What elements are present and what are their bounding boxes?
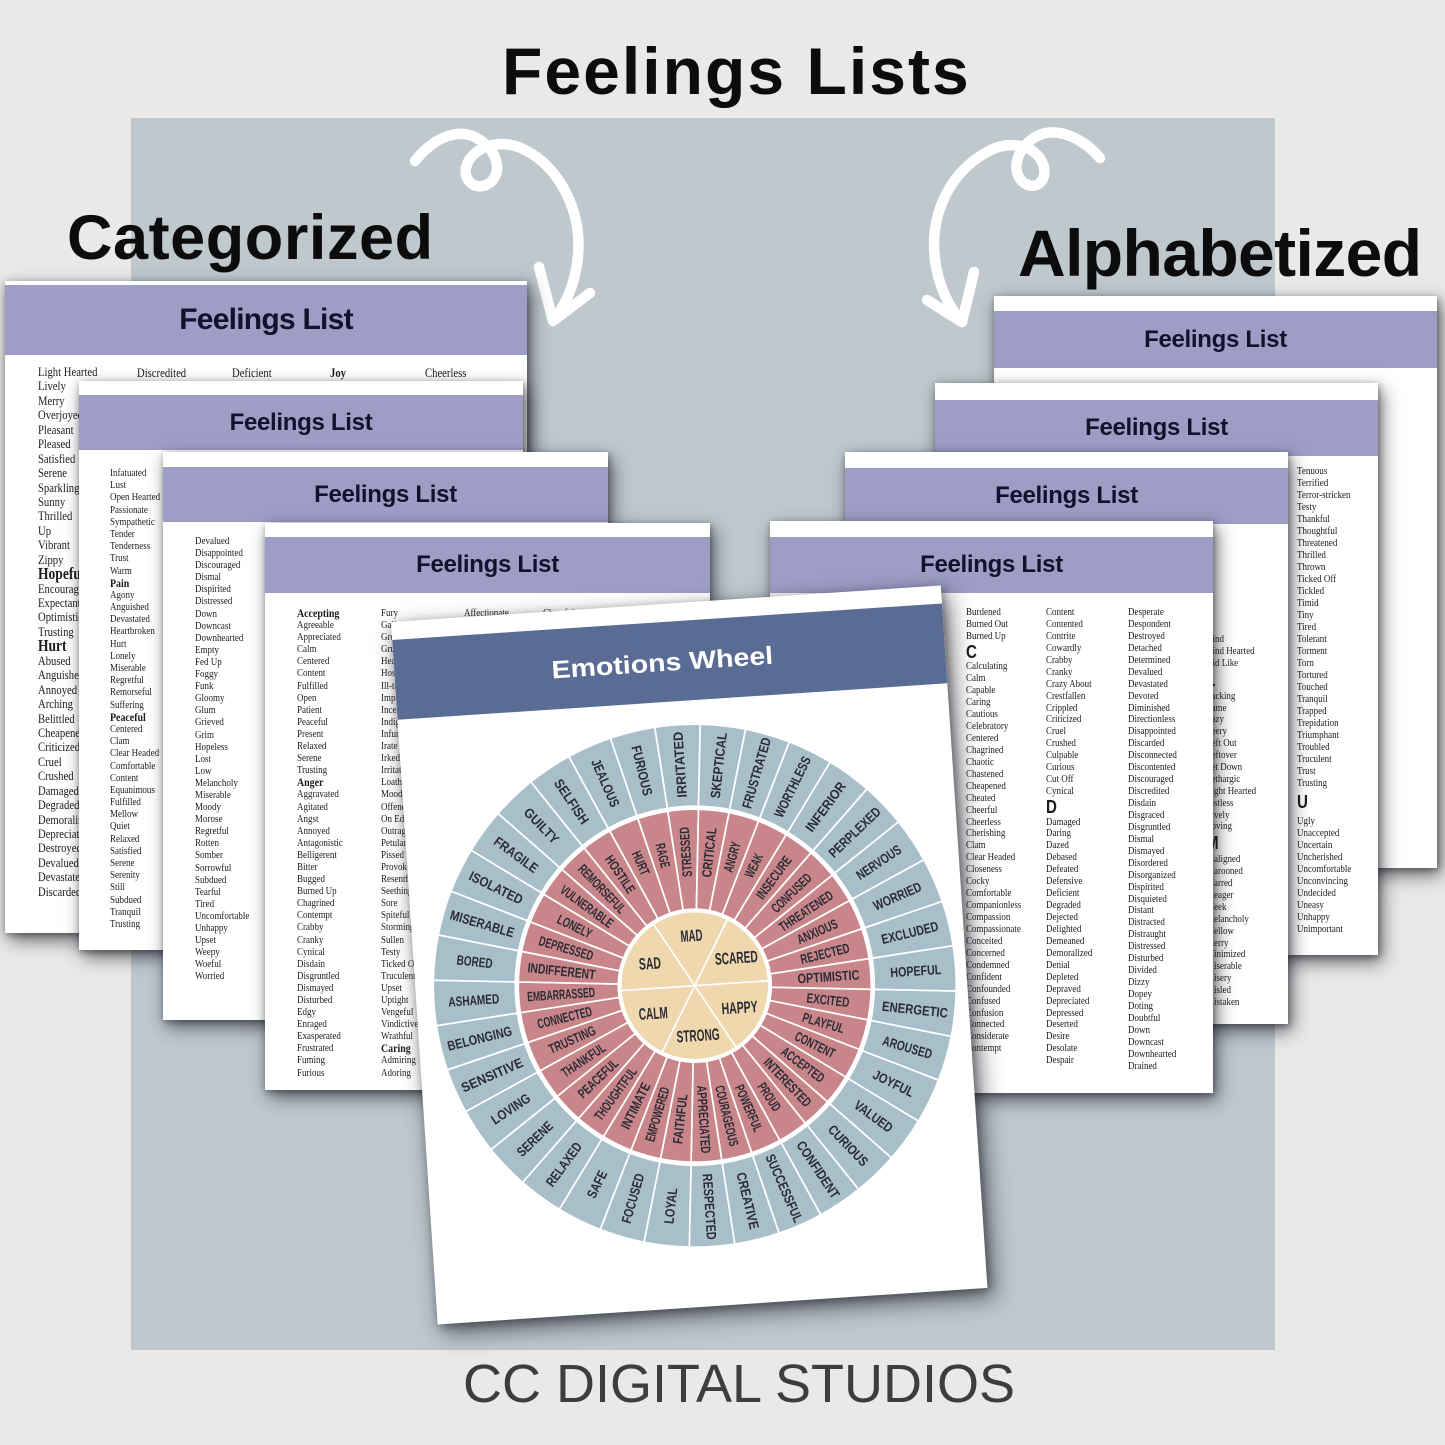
svg-text:ASHAMED: ASHAMED: [448, 991, 500, 1009]
svg-text:OPTIMISTIC: OPTIMISTIC: [797, 967, 860, 986]
svg-text:IRRITATED: IRRITATED: [671, 731, 690, 798]
svg-text:SKEPTICAL: SKEPTICAL: [708, 732, 730, 799]
svg-text:STRESSED: STRESSED: [677, 826, 695, 877]
svg-text:FAITHFUL: FAITHFUL: [670, 1093, 690, 1144]
svg-text:SCARED: SCARED: [714, 948, 758, 969]
svg-text:RESPECTED: RESPECTED: [700, 1173, 719, 1240]
svg-text:APPRECIATED: APPRECIATED: [694, 1085, 713, 1154]
svg-text:HAPPY: HAPPY: [721, 998, 758, 1018]
svg-text:ENERGETIC: ENERGETIC: [881, 999, 948, 1021]
svg-text:EXCITED: EXCITED: [806, 990, 850, 1010]
svg-text:LOYAL: LOYAL: [662, 1187, 681, 1224]
svg-text:EMBARRASSED: EMBARRASSED: [527, 985, 596, 1004]
svg-text:BORED: BORED: [456, 952, 494, 971]
svg-text:INDIFFERENT: INDIFFERENT: [527, 960, 597, 982]
svg-text:CALM: CALM: [638, 1004, 668, 1024]
svg-text:STRONG: STRONG: [676, 1026, 720, 1047]
svg-text:SAD: SAD: [638, 954, 661, 973]
svg-text:HOPEFUL: HOPEFUL: [890, 962, 942, 980]
svg-text:CRITICAL: CRITICAL: [699, 827, 719, 878]
svg-text:RAGE: RAGE: [652, 842, 673, 870]
svg-text:MAD: MAD: [680, 927, 703, 946]
